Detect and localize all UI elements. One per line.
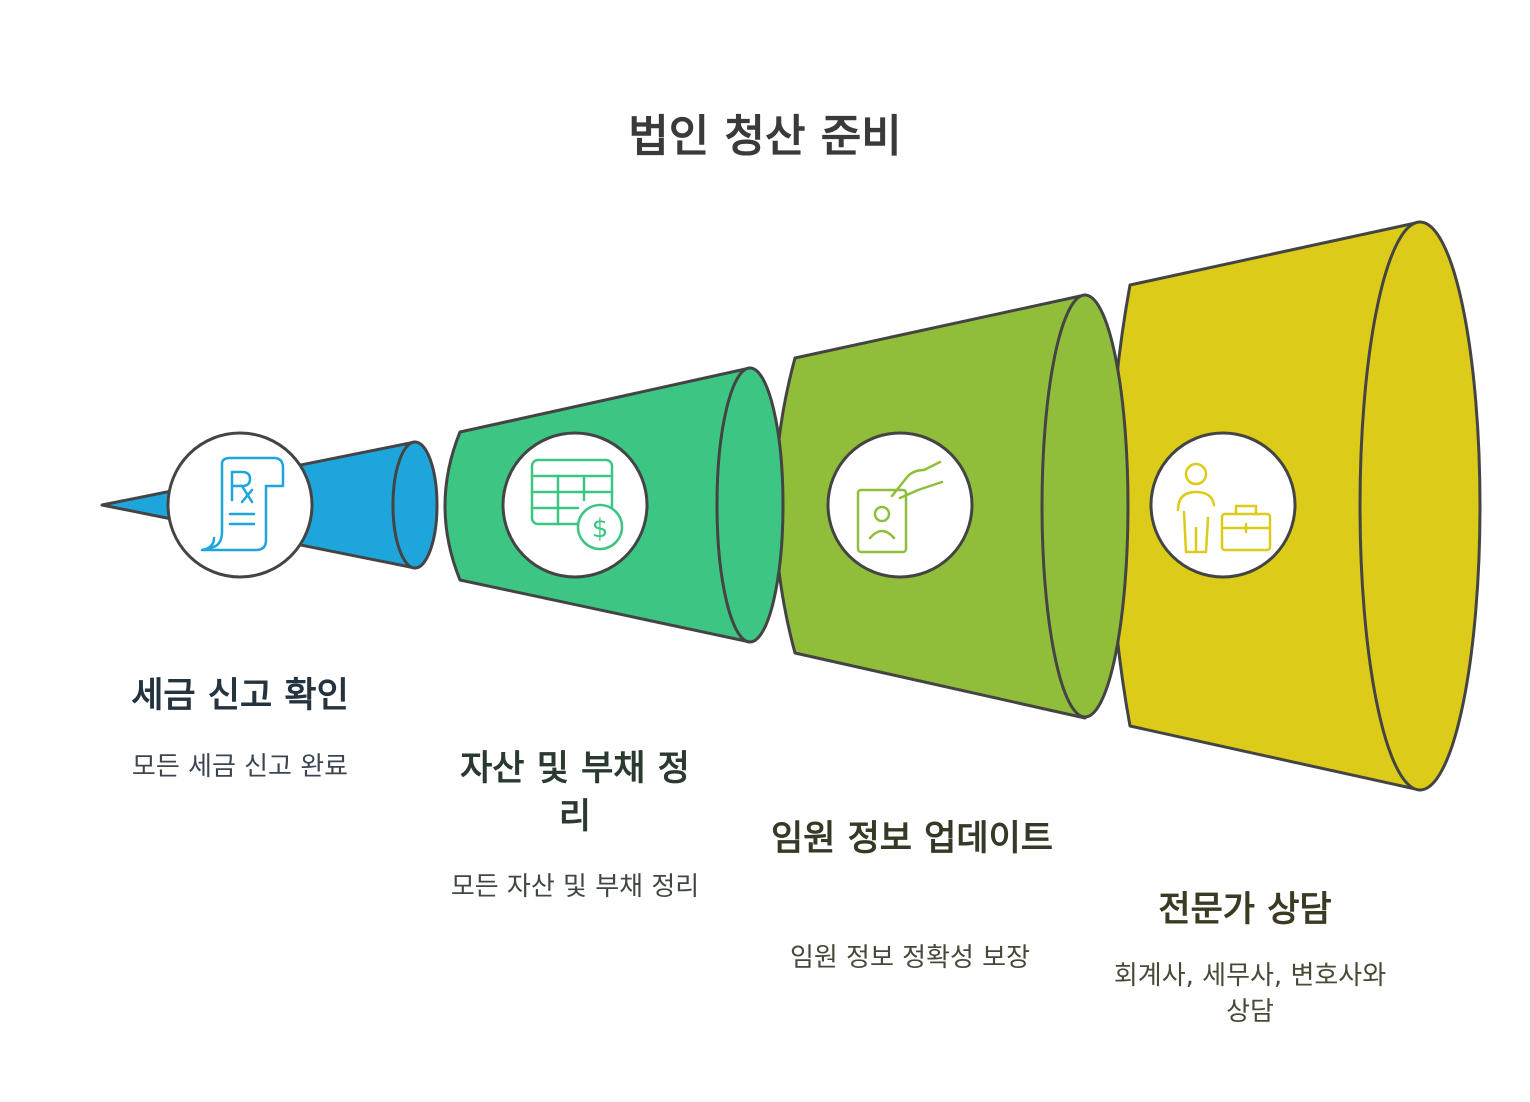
stage-3-label: 임원 정보 업데이트 (771, 819, 1053, 859)
prescription-receipt-icon (166, 431, 314, 579)
stage-1-description: 모든 세금 신고 완료 (131, 752, 349, 782)
id-card-hand-icon (826, 431, 974, 579)
stage-2-label: 자산 및 부채 정리 (460, 749, 690, 837)
diagram-title: 법인 청산 준비 (628, 111, 902, 162)
svg-text:$: $ (592, 514, 609, 544)
stage-1-label: 세금 신고 확인 (131, 676, 349, 716)
stage-4-description: 회계사, 세무사, 변호사와 상담 (1113, 961, 1387, 1027)
stage-3-description: 임원 정보 정확성 보장 (789, 943, 1031, 973)
stage-4-label: 전문가 상담 (1158, 890, 1332, 930)
person-briefcase-icon (1149, 431, 1297, 579)
stage-2-description: 모든 자산 및 부채 정리 (450, 872, 700, 902)
spreadsheet-dollar-icon: $ (501, 431, 649, 579)
